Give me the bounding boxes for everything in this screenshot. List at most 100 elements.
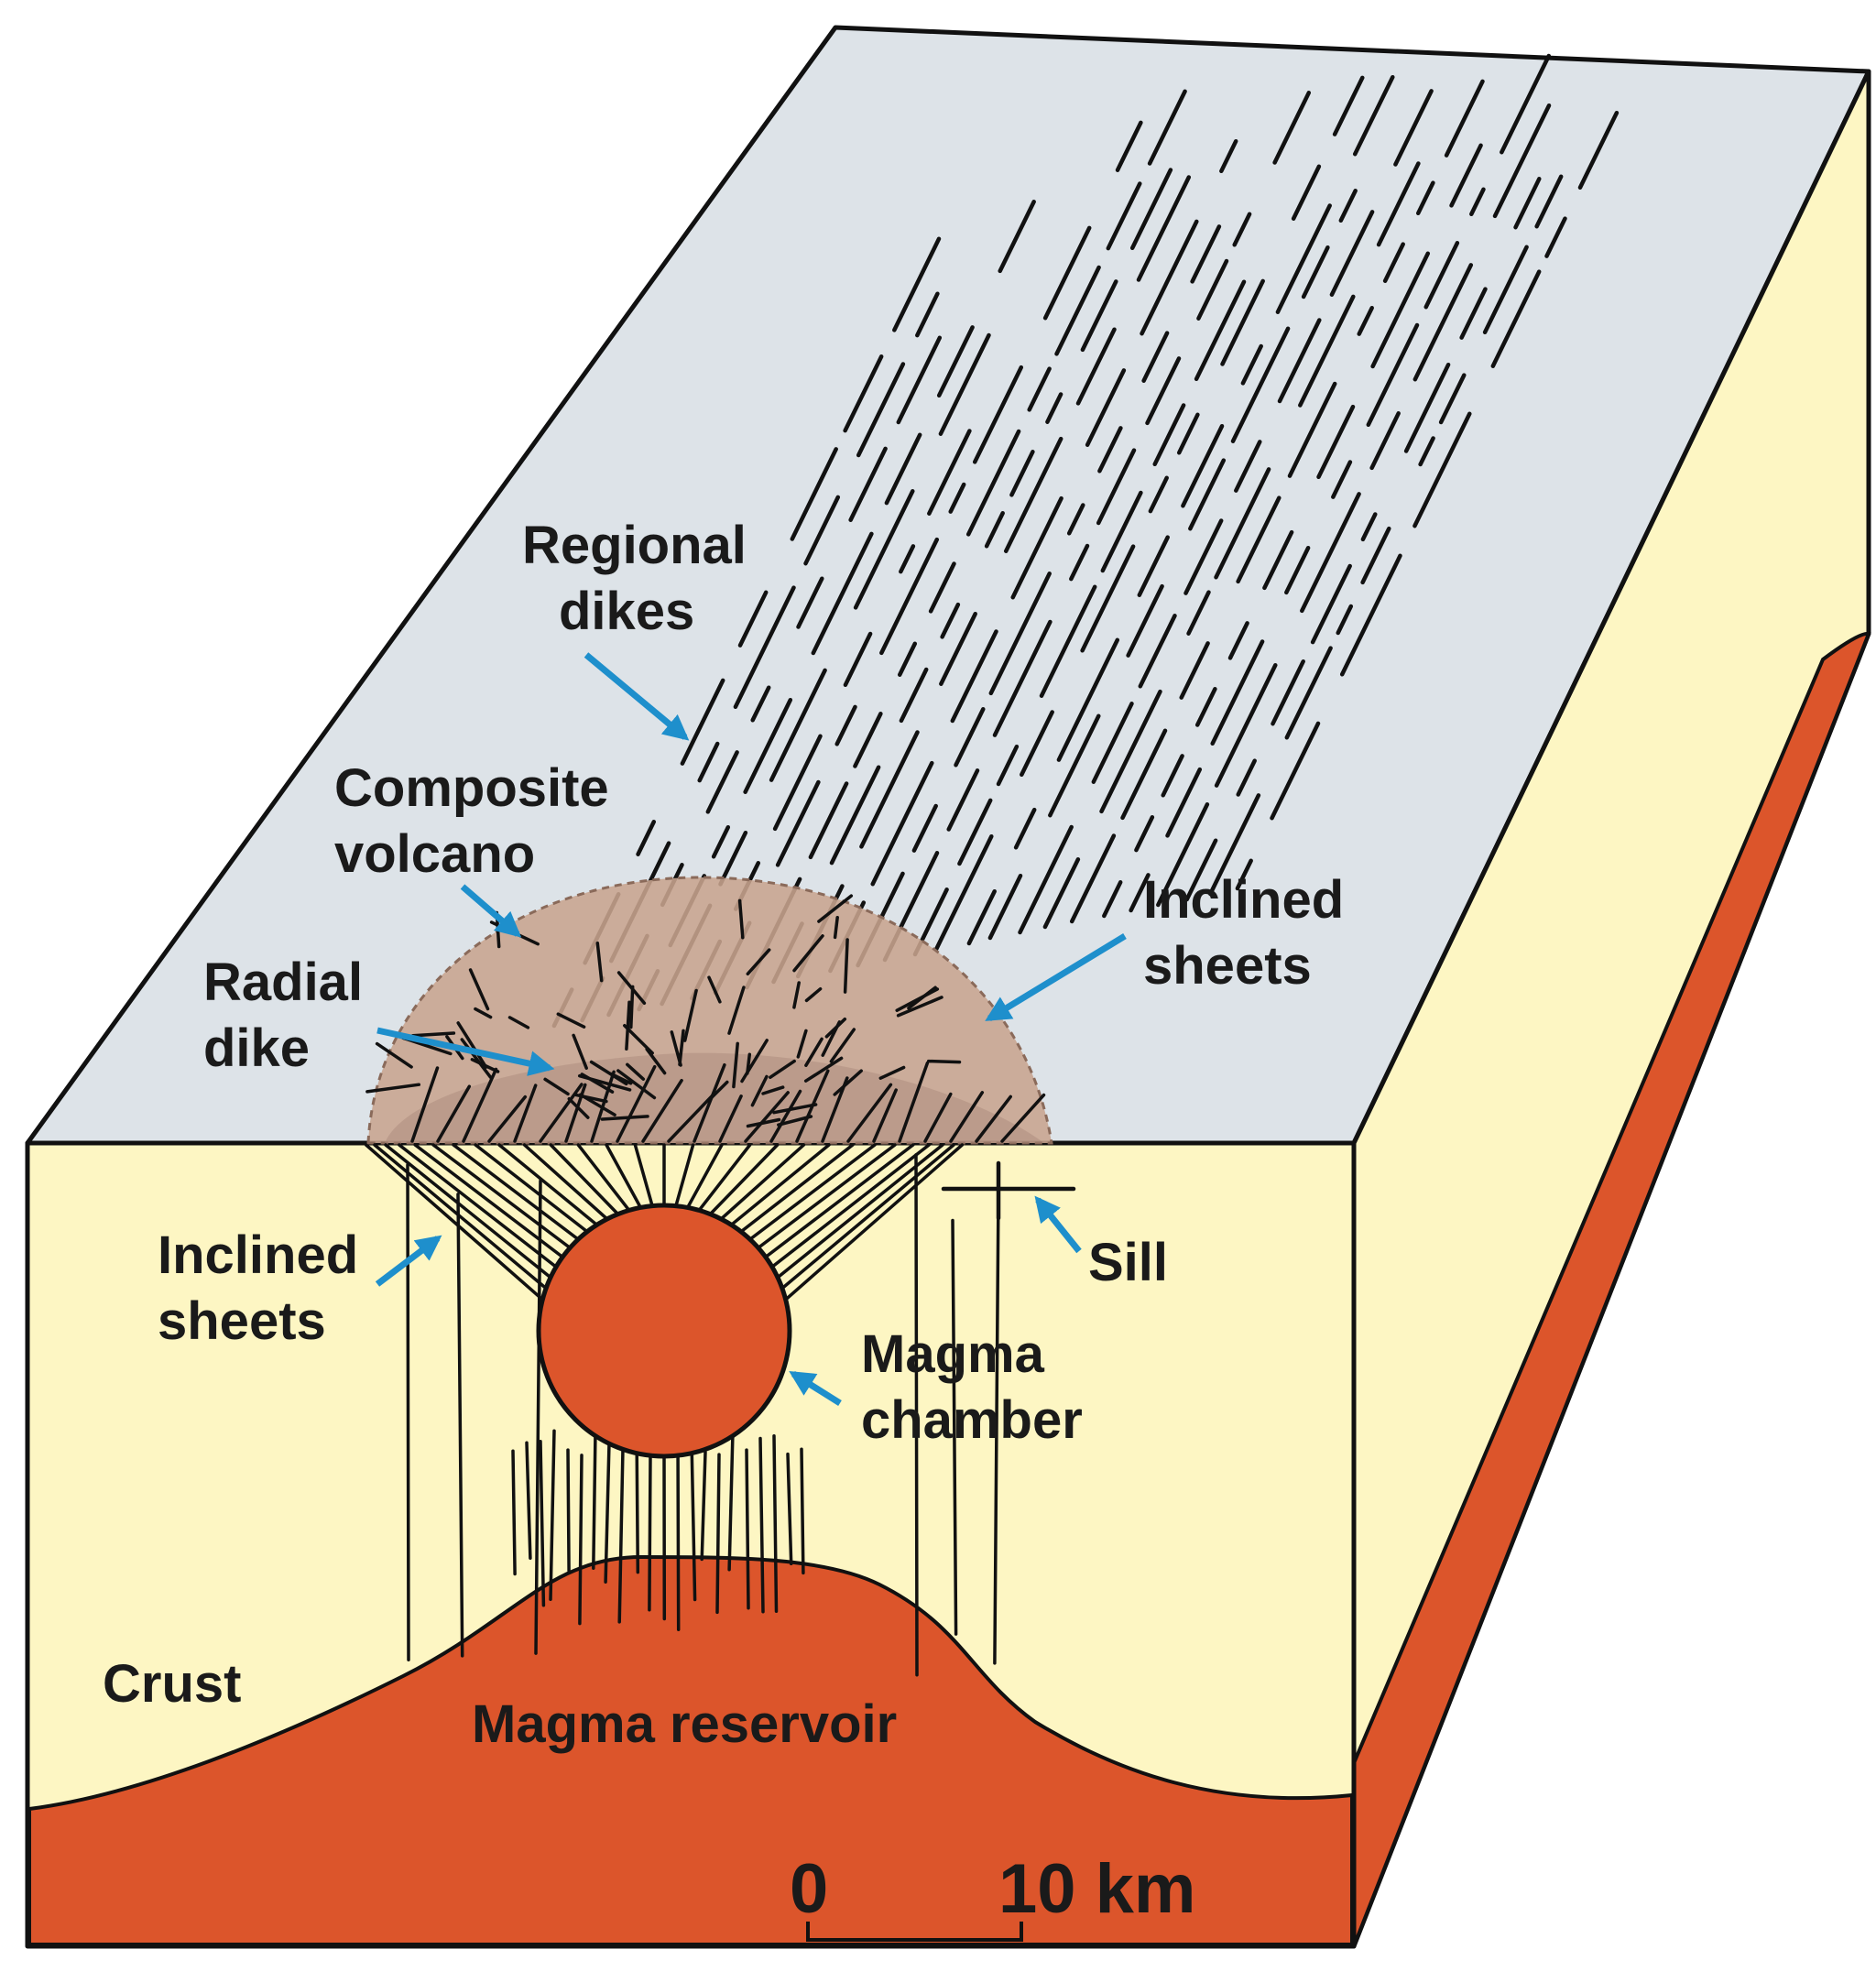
- regional-dike: [796, 576, 824, 629]
- regional-dike: [1376, 161, 1421, 247]
- volcano-dike: [543, 1077, 570, 1096]
- regional-dike: [1277, 318, 1322, 404]
- regional-dike: [1009, 450, 1035, 497]
- regional-dike: [934, 833, 994, 952]
- arrow-regional-dikes: [584, 652, 690, 741]
- scale-bar: 0 10 km: [790, 1850, 1196, 1942]
- regional-dike: [711, 824, 731, 859]
- volcano-dike: [804, 1037, 823, 1067]
- feeder-dike: [592, 1429, 597, 1570]
- radial-dike-trace: [513, 1084, 538, 1143]
- regional-dike: [1176, 412, 1200, 455]
- regional-dike: [1161, 754, 1184, 798]
- volcano-dike: [645, 1047, 667, 1075]
- regional-dike: [853, 489, 915, 610]
- volcano-dike: [460, 1038, 493, 1079]
- regional-dike: [884, 432, 922, 506]
- regional-dike: [1338, 189, 1358, 223]
- inclined-sheet: [452, 1143, 580, 1241]
- regional-dike: [1010, 496, 1063, 600]
- regional-dike: [946, 768, 980, 832]
- vertical-dike: [951, 1218, 958, 1636]
- regional-dike: [1013, 807, 1037, 850]
- scale-bar-end: 10 km: [998, 1850, 1196, 1928]
- radial-dike-trace: [949, 1091, 985, 1143]
- inclined-sheet: [780, 1143, 955, 1290]
- inclined-sheet: [719, 1143, 806, 1221]
- inclined-sheet: [739, 1143, 855, 1234]
- regional-dike: [1097, 426, 1123, 474]
- regional-dike: [790, 447, 838, 541]
- regional-dike: [1148, 475, 1169, 514]
- regional-dike: [1181, 423, 1225, 508]
- feeder-dike: [617, 1446, 625, 1624]
- regional-dike: [1227, 621, 1249, 660]
- radial-dike-trace: [718, 1094, 743, 1143]
- regional-dike: [1085, 368, 1127, 447]
- regional-dike: [1577, 110, 1620, 191]
- volcano-dike: [896, 996, 943, 1018]
- volcano-dike: [456, 1021, 488, 1069]
- regional-dike: [927, 429, 972, 516]
- label-composite-volcano: Composite volcano: [334, 758, 624, 884]
- regional-dike: [1080, 279, 1118, 353]
- regional-dike: [1236, 496, 1282, 584]
- volcano-dike: [410, 1031, 456, 1038]
- volcano-dike: [761, 1085, 785, 1095]
- radial-dike-trace: [821, 1076, 849, 1143]
- regional-dike: [1287, 381, 1337, 478]
- inclined-sheet: [757, 1143, 897, 1250]
- vertical-dike: [534, 1179, 542, 1655]
- regional-dike: [1284, 646, 1333, 740]
- volcano-dike: [833, 1069, 863, 1096]
- volcano-dike: [829, 1028, 856, 1063]
- regional-dike: [1156, 802, 1210, 908]
- volcano-dike: [474, 1007, 493, 1019]
- regional-dike: [1492, 103, 1552, 219]
- radial-dike-trace: [898, 1061, 930, 1143]
- volcano-dike: [625, 1000, 631, 1051]
- regional-dike: [1219, 138, 1238, 174]
- regional-dike: [1141, 331, 1170, 383]
- label-regional-dikes: Regional dikes: [522, 516, 761, 641]
- regional-dike: [1214, 663, 1278, 788]
- regional-dike: [972, 365, 1024, 464]
- regional-dike: [911, 803, 938, 853]
- volcano-dike: [772, 1103, 818, 1115]
- volcano-dike: [843, 938, 849, 994]
- inclined-sheet: [373, 1143, 548, 1290]
- regional-dike: [938, 332, 991, 436]
- scale-bar-start: 0: [790, 1850, 828, 1928]
- regional-dike: [1099, 689, 1162, 814]
- radial-dike-trace: [795, 1069, 830, 1143]
- radial-dike-trace: [693, 1062, 726, 1143]
- regional-dike: [1120, 728, 1168, 821]
- inclined-sheet: [605, 1143, 643, 1210]
- regional-dike: [1369, 411, 1401, 471]
- radial-dike-trace: [462, 1067, 498, 1143]
- volcano-dike: [572, 1033, 588, 1070]
- regional-dike: [1339, 553, 1402, 677]
- feeder-dike: [700, 1450, 707, 1562]
- feeder-dike: [525, 1441, 532, 1560]
- volcano-dike: [803, 1056, 844, 1083]
- regional-dike: [1235, 858, 1253, 891]
- sill: [941, 1160, 1076, 1221]
- regional-dike: [743, 697, 793, 794]
- regional-dike: [718, 830, 748, 887]
- feeder-dike: [578, 1454, 584, 1626]
- regional-dike: [1183, 518, 1224, 595]
- volcano-dike: [556, 1012, 586, 1029]
- regional-dike: [1418, 436, 1435, 467]
- regional-dike: [1352, 74, 1395, 157]
- volcano-dike: [804, 986, 823, 1003]
- volcano-dike: [895, 987, 940, 1012]
- regional-dike: [870, 760, 934, 887]
- regional-dike: [1393, 89, 1434, 167]
- radial-dike-trace: [564, 1083, 587, 1143]
- radial-dike-trace: [769, 1089, 802, 1143]
- volcano-dike: [737, 898, 745, 940]
- regional-dike: [936, 325, 975, 398]
- regional-dike: [859, 730, 920, 849]
